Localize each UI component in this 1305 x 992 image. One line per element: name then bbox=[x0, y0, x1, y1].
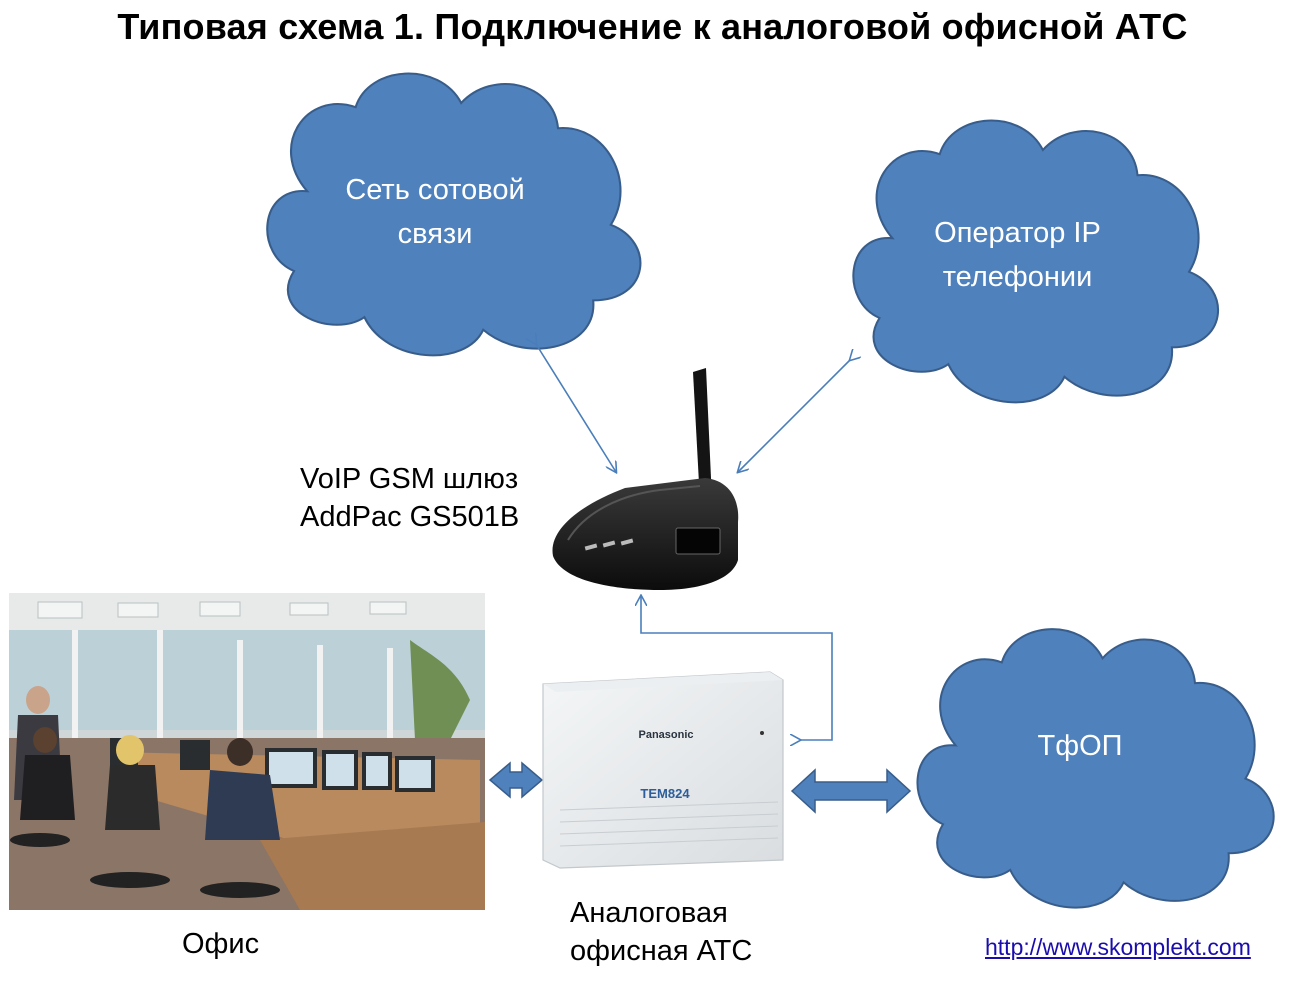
gateway-label: VoIP GSM шлюз AddPac GS501B bbox=[300, 460, 519, 536]
website-link[interactable]: http://www.skomplekt.com bbox=[985, 934, 1251, 960]
ip-operator-label-line1: Оператор IP bbox=[934, 217, 1101, 249]
thick-arrow-office-pbx bbox=[488, 761, 544, 799]
ip-operator-cloud bbox=[852, 119, 1220, 404]
arrow-gateway-ip-operator bbox=[738, 360, 850, 472]
cellular-network-label: Сеть сотовой связи bbox=[320, 168, 550, 256]
pbx-power-led bbox=[760, 731, 764, 735]
pbx-label: Аналоговая офисная АТС bbox=[570, 894, 752, 970]
pbx-device: Panasonic TEM824 bbox=[542, 671, 784, 869]
pbx-model-mark: TEM824 bbox=[640, 786, 690, 801]
gateway-label-line2: AddPac GS501B bbox=[300, 501, 520, 533]
arrow-gateway-cellular bbox=[536, 344, 616, 472]
pbx-brand-mark: Panasonic bbox=[638, 729, 693, 741]
cellular-network-label-line2: связи bbox=[397, 218, 473, 250]
pstn-label: ТфОП bbox=[1000, 724, 1160, 768]
pstn-label-text: ТфОП bbox=[1037, 730, 1123, 762]
diagram-title: Типовая схема 1. Подключение к аналогово… bbox=[117, 6, 1188, 47]
cellular-network-label-line1: Сеть сотовой bbox=[345, 174, 525, 206]
ip-operator-label: Оператор IP телефонии bbox=[900, 211, 1135, 299]
thick-arrow-pbx-pstn bbox=[790, 768, 912, 814]
arrow-pbx-gateway bbox=[641, 596, 833, 740]
cellular-network-cloud bbox=[266, 72, 642, 357]
gsm-gateway-device bbox=[552, 368, 739, 590]
pstn-cloud bbox=[916, 628, 1275, 909]
ip-operator-label-line2: телефонии bbox=[942, 261, 1093, 293]
pbx-label-line1: Аналоговая bbox=[570, 897, 728, 929]
pbx-label-line2: офисная АТС bbox=[570, 935, 753, 967]
office-photo bbox=[9, 593, 485, 910]
office-label: Офис bbox=[182, 928, 260, 960]
gateway-label-line1: VoIP GSM шлюз bbox=[300, 463, 519, 495]
